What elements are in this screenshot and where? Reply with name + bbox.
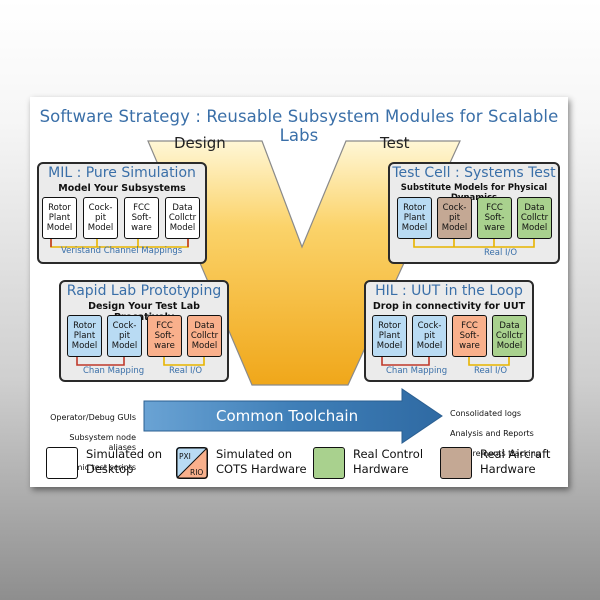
wiring-lines (50, 239, 189, 248)
toolchain-right-notes: Consolidated logs Analysis and Reports R… (450, 399, 564, 469)
module-rotor-plant-model: Rotor Plant Model (397, 197, 432, 239)
wiring-lines (76, 357, 205, 366)
panel-test-cell: Test Cell : Systems Test Substitute Mode… (388, 162, 560, 264)
panel-rapid-lab-connection-left: Chan Mapping (83, 366, 145, 376)
wiring-lines (413, 239, 535, 248)
panel-test-cell-subtitle: Substitute Models for Physical Dynamics (400, 183, 548, 203)
toolchain-note: Operator/Debug GUIs (50, 413, 136, 422)
panel-rapid-lab-subtitle: Design Your Test Lab Procatively (88, 301, 200, 323)
module-rotor-plant-model: Rotor Plant Model (42, 197, 77, 239)
toolchain-arrow-icon (143, 388, 443, 444)
toolchain-note: Requirements tracking (450, 449, 541, 458)
page-title: Software Strategy : Reusable Subsystem M… (39, 107, 559, 145)
toolchain-note: Consolidated logs (450, 409, 522, 418)
module-cockpit-model: Cock- pit Model (107, 315, 142, 357)
module-fcc-software: FCC Soft- ware (124, 197, 159, 239)
panel-rapid-lab-title: Rapid Lab Prototyping (66, 283, 222, 299)
panel-rapid-lab: Rapid Lab Prototyping Design Your Test L… (59, 280, 229, 382)
module-data-collector-model: Data Collctr Model (165, 197, 200, 239)
legend-swatch-white (46, 447, 78, 479)
panel-hil-title: HIL : UUT in the Loop (375, 283, 523, 299)
legend-swatch-brown (440, 447, 472, 479)
module-data-collector-model: Data Collctr Model (187, 315, 222, 357)
module-rotor-plant-model: Rotor Plant Model (67, 315, 102, 357)
legend-swatch-pxi-rio: PXI RIO (176, 447, 208, 479)
legend-tag-rio: RIO (190, 468, 203, 477)
phase-design-label: Design (174, 134, 226, 152)
panel-rapid-lab-connection-right: Real I/O (169, 366, 203, 376)
panel-hil-connection-left: Chan Mapping (386, 366, 448, 376)
panel-mil-connection-label: Veristand Channel Mappings (61, 246, 183, 256)
module-rotor-plant-model: Rotor Plant Model (372, 315, 407, 357)
module-data-collector-model: Data Collctr Model (517, 197, 552, 239)
panel-hil-subtitle: Drop in connectivity for UUT (372, 301, 526, 312)
panel-test-cell-connection-label: Real I/O (484, 248, 518, 258)
legend-label-cots: Simulated on COTS Hardware (216, 447, 307, 476)
toolchain-label: Common Toolchain (216, 407, 359, 425)
phase-test-label: Test (380, 134, 410, 152)
panel-mil-subtitle: Model Your Subsystems (58, 183, 186, 194)
module-fcc-software: FCC Soft- ware (477, 197, 512, 239)
panel-hil-connection-right: Real I/O (474, 366, 508, 376)
wiring-lines (381, 357, 510, 366)
module-cockpit-model: Cock- pit Model (83, 197, 118, 239)
panel-mil: MIL : Pure Simulation Model Your Subsyst… (37, 162, 207, 264)
legend-swatch-green (313, 447, 345, 479)
diagram-slide: Software Strategy : Reusable Subsystem M… (30, 97, 568, 487)
panel-hil: HIL : UUT in the Loop Drop in connectivi… (364, 280, 534, 382)
toolchain-note: Subsystem node aliases (69, 433, 136, 452)
toolchain-note: Analysis and Reports (450, 429, 534, 438)
legend-label-real-control: Real Control Hardware (353, 447, 424, 476)
module-data-collector-model: Data Collctr Model (492, 315, 527, 357)
legend-label-real-aircraft: Real Aircraft Hardware (480, 447, 551, 476)
module-fcc-software: FCC Soft- ware (147, 315, 182, 357)
panel-mil-title: MIL : Pure Simulation (48, 165, 196, 181)
module-fcc-software: FCC Soft- ware (452, 315, 487, 357)
legend-label-desktop: Simulated on Desktop (86, 447, 163, 476)
module-cockpit-model: Cock- pit Model (412, 315, 447, 357)
panel-test-cell-title: Test Cell : Systems Test (392, 165, 556, 181)
module-cockpit-model: Cock- pit Model (437, 197, 472, 239)
legend-tag-pxi: PXI (179, 452, 191, 461)
